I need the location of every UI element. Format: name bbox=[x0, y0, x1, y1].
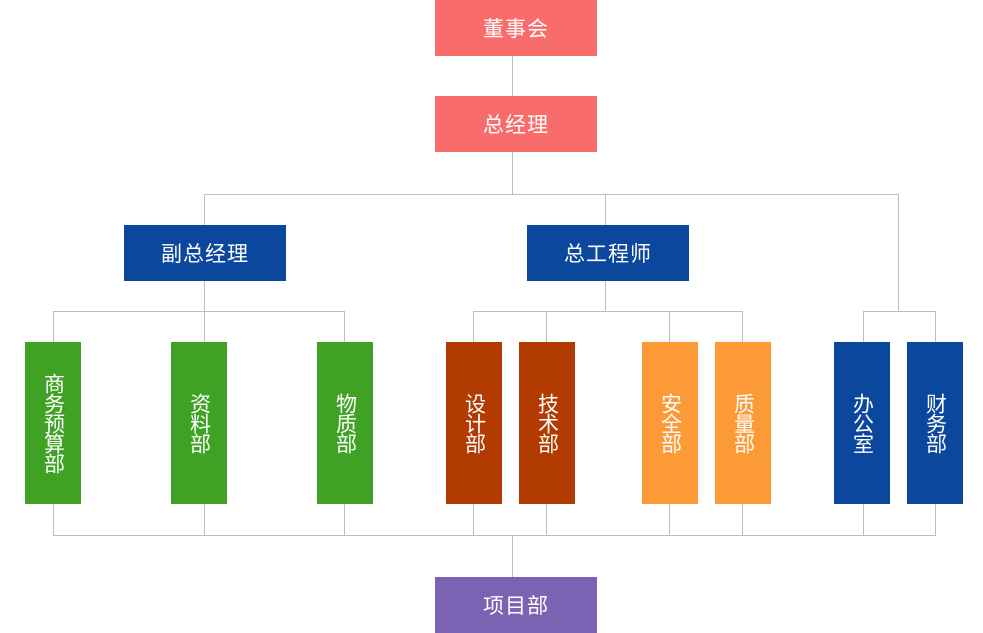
dept-materials-label: 物质部 bbox=[333, 393, 358, 453]
dept-business-budget-label: 商务预算部 bbox=[41, 373, 66, 473]
node-board: 董事会 bbox=[435, 0, 597, 56]
dept-finance-label: 财务部 bbox=[923, 393, 948, 453]
node-board-label: 董事会 bbox=[483, 17, 549, 41]
dept-office: 办公室 bbox=[834, 342, 890, 504]
dept-documents-label: 资料部 bbox=[187, 393, 212, 453]
node-project: 项目部 bbox=[435, 577, 597, 633]
node-chief-engineer: 总工程师 bbox=[527, 225, 689, 281]
node-general-manager: 总经理 bbox=[435, 96, 597, 152]
dept-office-label: 办公室 bbox=[850, 393, 875, 453]
dept-safety: 安全部 bbox=[642, 342, 698, 504]
node-chief-engineer-label: 总工程师 bbox=[564, 242, 652, 266]
node-general-manager-label: 总经理 bbox=[483, 113, 549, 137]
dept-design-label: 设计部 bbox=[462, 393, 487, 453]
node-deputy-gm: 副总经理 bbox=[124, 225, 286, 281]
dept-safety-label: 安全部 bbox=[658, 393, 683, 453]
dept-materials: 物质部 bbox=[317, 342, 373, 504]
dept-quality-label: 质量部 bbox=[731, 393, 756, 453]
dept-quality: 质量部 bbox=[715, 342, 771, 504]
node-project-label: 项目部 bbox=[483, 594, 549, 618]
dept-technology-label: 技术部 bbox=[535, 393, 560, 453]
dept-business-budget: 商务预算部 bbox=[25, 342, 81, 504]
dept-finance: 财务部 bbox=[907, 342, 963, 504]
node-deputy-gm-label: 副总经理 bbox=[161, 242, 249, 266]
dept-documents: 资料部 bbox=[171, 342, 227, 504]
dept-technology: 技术部 bbox=[519, 342, 575, 504]
dept-design: 设计部 bbox=[446, 342, 502, 504]
